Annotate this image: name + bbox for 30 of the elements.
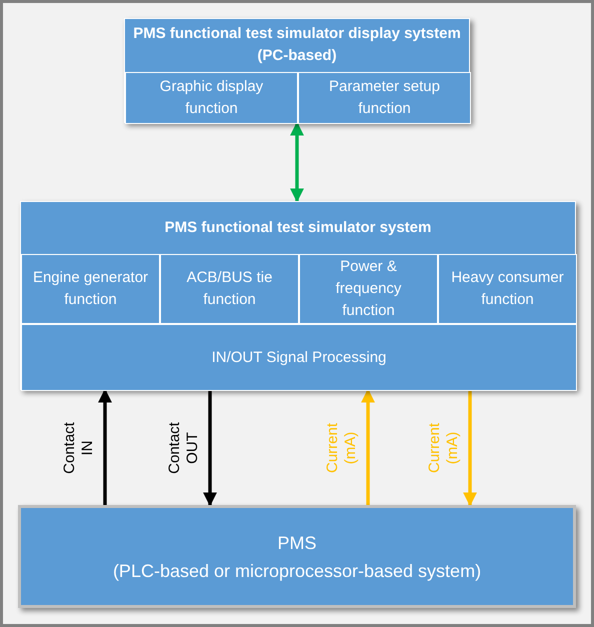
arrow bbox=[203, 390, 217, 506]
system-box bbox=[20, 201, 576, 390]
edge-label: Contact IN bbox=[61, 420, 97, 476]
function-label: Engine generator function bbox=[32, 268, 150, 310]
function-box bbox=[21, 324, 577, 391]
function-label: Graphic display function bbox=[158, 77, 264, 119]
arrow bbox=[361, 388, 375, 505]
function-label: Heavy consumer function bbox=[450, 268, 565, 310]
box-title: PMS functional test simulator system bbox=[164, 218, 432, 238]
function-box bbox=[298, 72, 471, 124]
function-box bbox=[160, 254, 299, 324]
box-title: PMS functional test simulator display sytstem (PC-based) bbox=[133, 24, 461, 66]
function-box bbox=[438, 254, 577, 324]
system-box bbox=[124, 18, 470, 123]
box-label: (PLC-based or microprocessor-based system) bbox=[112, 560, 482, 582]
function-box bbox=[125, 72, 298, 124]
function-box bbox=[299, 254, 438, 324]
function-label: IN/OUT Signal Processing bbox=[212, 348, 386, 368]
edge-label: Current (mA) bbox=[426, 421, 462, 475]
box-label: PMS bbox=[277, 532, 316, 554]
function-label: Power & frequency function bbox=[334, 257, 402, 321]
function-label: ACB/BUS tie function bbox=[186, 268, 274, 310]
edge-label: Current (mA) bbox=[324, 421, 360, 475]
edge-label: Contact OUT bbox=[166, 420, 202, 476]
arrow bbox=[290, 122, 304, 202]
arrow bbox=[463, 390, 477, 506]
pms-box bbox=[18, 505, 576, 608]
arrow bbox=[98, 388, 112, 505]
function-label: Parameter setup function bbox=[328, 77, 441, 119]
function-box bbox=[21, 254, 160, 324]
